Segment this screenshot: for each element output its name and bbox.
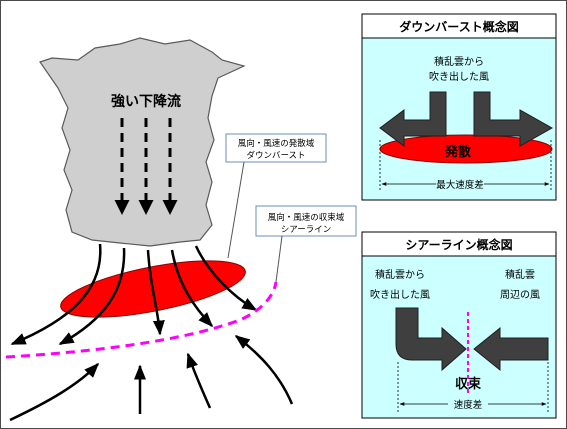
shear-line [5, 281, 278, 359]
outflow-arrow [170, 249, 214, 328]
downburst-source-line1: 積乱雲から [434, 55, 484, 68]
shearline-center-label: 収束 [455, 376, 482, 392]
outflow-arrow [10, 243, 102, 346]
divergence-callout-line1: 風向・風速の発散域 [238, 138, 315, 149]
downburst-scale-label: 最大速度差 [436, 179, 484, 191]
downburst-panel-titlebar [361, 13, 557, 39]
shearline-panel-body [361, 255, 557, 419]
shearline-left-line1: 積乱雲から [375, 268, 425, 281]
inflow-arrow [186, 352, 212, 409]
convergence-callout-line1: 風向・風速の収束域 [268, 212, 345, 223]
downburst-scale-label-bg [436, 177, 484, 191]
shearline-left-line2: 吹き出した風 [370, 288, 430, 301]
shearline-right-line1: 積乱雲 [505, 268, 535, 281]
divergence-callout-leader [227, 161, 245, 259]
cloud-shape [39, 37, 246, 247]
downburst-right-arrow [473, 91, 554, 147]
downburst-panel-title: ダウンバースト概念図 [399, 19, 518, 34]
inflow-arrow [234, 335, 294, 405]
divergence-callout-line2: ダウンバースト [246, 150, 305, 161]
downdraft-label: 強い下降流 [111, 93, 181, 110]
shearline-right-line2: 周辺の風 [500, 289, 540, 301]
outflow-arrow [194, 245, 258, 312]
shearline-panel-titlebar [361, 231, 557, 257]
shearline-left-arrow [395, 307, 467, 372]
shearline-panel-title: シアーライン概念図 [405, 237, 512, 252]
downburst-source-line2: 吹き出した風 [429, 70, 489, 83]
outflow-arrow [58, 247, 126, 346]
outflow-arrow [146, 249, 165, 336]
convergence-callout-leader [275, 235, 283, 283]
convergence-callout-box [255, 205, 357, 237]
downburst-left-arrow [379, 91, 447, 147]
shearline-right-arrow [473, 326, 549, 372]
divergence-callout-box [225, 133, 327, 163]
shearline-scale-label: 速度差 [454, 399, 483, 411]
shearline-scale-label-bg [448, 397, 488, 411]
inflow-arrow [9, 362, 100, 422]
downburst-center-label: 発散 [444, 144, 472, 160]
convergence-callout-line2: シアーライン [281, 225, 332, 235]
